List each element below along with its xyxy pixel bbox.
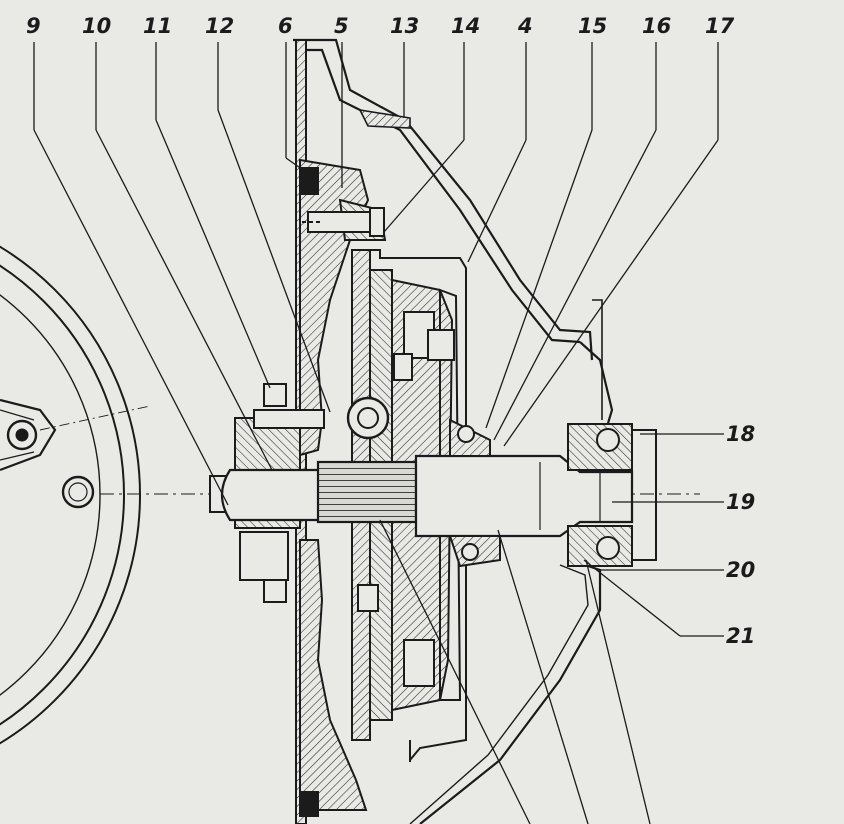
callout-14: 14 [451,14,481,38]
callout-21: 21 [726,624,756,648]
callout-5: 5 [334,14,349,38]
callout-18: 18 [726,422,756,446]
callout-16: 16 [642,14,672,38]
callout-9: 9 [26,14,41,38]
callout-13: 13 [390,14,420,38]
leader-lines [33,42,724,824]
connecting-rod-detail [0,398,151,509]
release-bearing [448,418,501,568]
callout-17: 17 [705,14,735,38]
callout-15: 15 [578,14,608,38]
callout-12: 12 [205,14,235,38]
callout-19: 19 [726,490,756,514]
callout-10: 10 [82,14,112,38]
callout-11: 11 [143,14,173,38]
cover-bolt [300,207,385,237]
input-shaft [220,454,634,538]
flywheel [0,245,141,745]
callout-6: 6 [278,14,293,38]
pressure-plate-housing [295,39,387,824]
output-bearing [567,423,657,567]
clutch-disc-assembly [346,249,467,762]
callout-4: 4 [518,14,533,38]
callout-20: 20 [726,558,756,582]
